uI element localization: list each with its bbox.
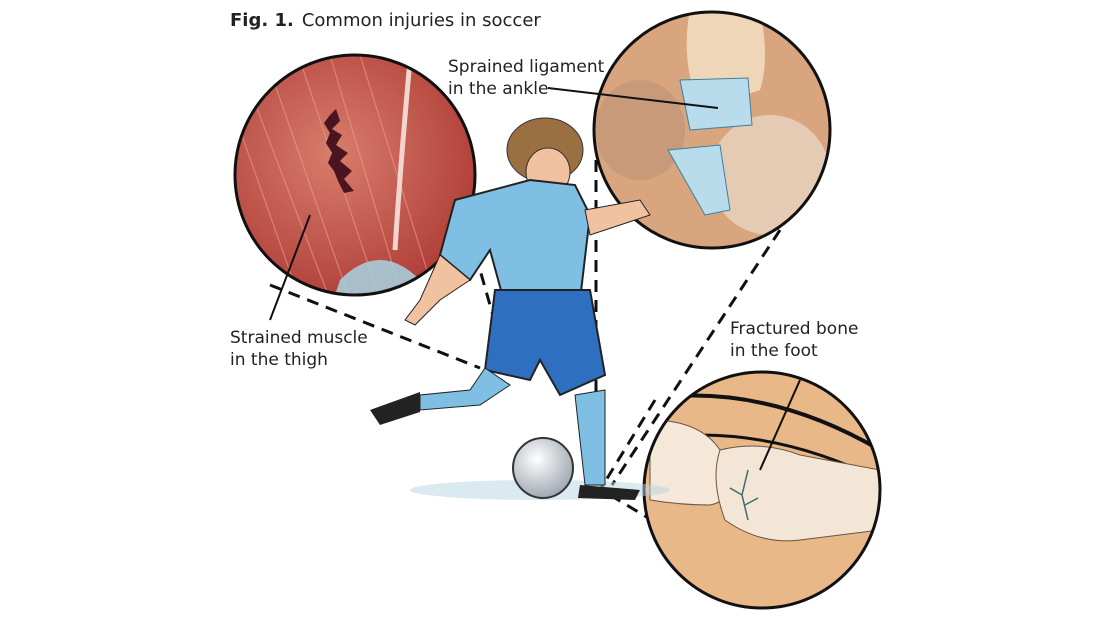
callout-strained-muscle: Strained muscle in the thigh [230,327,368,371]
soccer-player [370,117,670,500]
callout-bone-line2: in the foot [730,341,818,361]
callout-muscle-line1: Strained muscle [230,328,368,348]
callout-bone-line1: Fractured bone [730,319,859,339]
callout-ligament-line1: Sprained ligament [448,57,605,77]
bone-zoom-circle [642,370,882,610]
figure-caption: Common injuries in soccer [301,10,541,31]
figure-title: Fig. 1. Common injuries in soccer [230,10,541,31]
soccer-ball [512,437,574,499]
muscle-zoom-circle [233,53,477,321]
callout-sprained-ligament: Sprained ligament in the ankle [448,56,604,100]
figure-number: Fig. 1. [230,10,294,31]
torn-ligament [667,77,753,216]
callout-muscle-line2: in the thigh [230,350,328,370]
callout-fractured-bone: Fractured bone in the foot [730,318,858,362]
callout-ligament-line2: in the ankle [448,79,549,99]
